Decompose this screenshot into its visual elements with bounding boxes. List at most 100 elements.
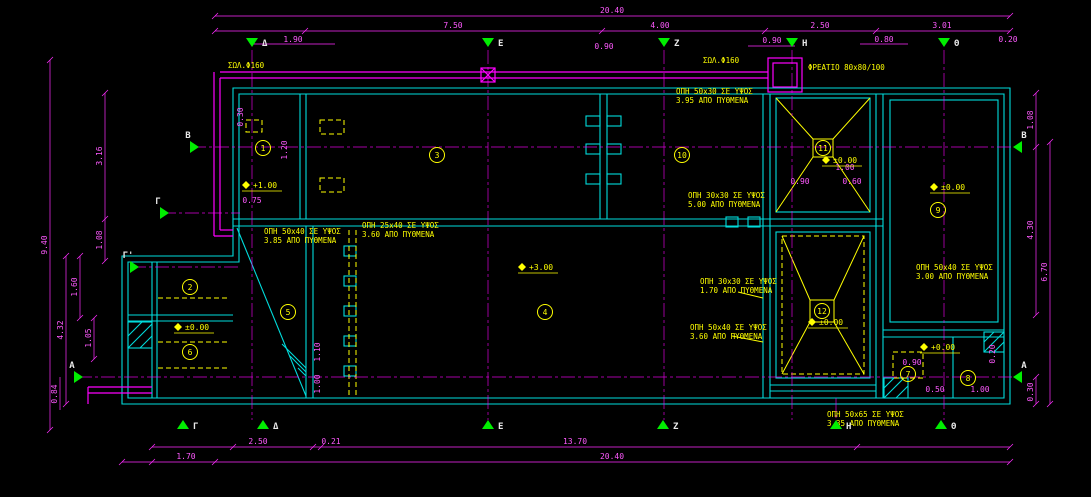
elevation-diamond-icon (518, 263, 526, 271)
dimension-label: 0.30 (1026, 382, 1035, 401)
section-arrow-icon (935, 420, 947, 429)
section-letter: Γ' (123, 251, 134, 261)
chamber-number-circle (674, 147, 690, 163)
section-letter: Δ (273, 422, 279, 432)
dimension-label: 0.21 (321, 437, 340, 446)
annotation-line: 3.85 ΑΠΟ ΠΥΘΜΕΝΑ (264, 236, 337, 245)
dimension-label: 7.50 (443, 21, 462, 30)
annotation-line: ΟΠΗ 50x65 ΣΕ ΥΨΟΣ (827, 410, 904, 419)
annotation-line: ΟΠΗ 25x40 ΣΕ ΥΨΟΣ (362, 221, 439, 230)
chamber-number-circle (930, 202, 946, 218)
annotation-line: ΟΠΗ 50x40 ΣΕ ΥΨΟΣ (916, 263, 993, 272)
section-arrow-icon (74, 371, 83, 383)
section-marker: Ε (482, 420, 503, 432)
section-marker: Β (1013, 131, 1027, 153)
elevation-value: +1.00 (253, 181, 277, 190)
chamber-number-circle (280, 304, 296, 320)
hopper-chamber-11 (775, 97, 871, 213)
annotation-line: 3.35 ΑΠΟ ΠΥΘΜΕΝΑ (827, 419, 900, 428)
elevation-value: ±0.00 (819, 318, 843, 327)
dimension-label: 3.16 (95, 146, 104, 165)
section-marker: Θ (938, 38, 960, 49)
chamber-number: 3 (429, 147, 445, 163)
hopper-chamber-12 (781, 235, 865, 375)
section-arrow-icon (130, 261, 139, 273)
elevation-marker: ±0.00 (930, 183, 970, 194)
elevation-marker: ±0.00 (808, 318, 848, 329)
chamber-number-value: 3 (435, 151, 440, 160)
dimension-label: 1.20 (280, 140, 289, 159)
section-letter: Γ (193, 422, 198, 432)
section-arrow-icon (246, 38, 258, 47)
elevation-diamond-icon (808, 318, 816, 326)
section-arrow-icon (786, 38, 798, 47)
section-letter: Β (1021, 131, 1027, 141)
internal-features (158, 119, 924, 396)
dimension-label: 4.30 (1026, 220, 1035, 239)
chamber-number-circle (537, 304, 553, 320)
chamber-number-value: 12 (817, 307, 827, 316)
text-label: ΣΩΛ.Φ160 (703, 56, 740, 65)
chamber-number-circle (814, 303, 830, 319)
section-letter: Θ (954, 39, 960, 49)
chamber-number: 2 (182, 279, 198, 295)
dimension-label: 1.70 (176, 452, 195, 461)
annotation-line: ΟΠΗ 30x30 ΣΕ ΥΨΟΣ (700, 277, 777, 286)
section-cut-lines (78, 50, 1018, 422)
section-arrow-icon (1013, 141, 1022, 153)
section-arrow-icon (830, 420, 842, 429)
dimension-label: 3.01 (932, 21, 951, 30)
chamber-number: 12 (814, 303, 830, 319)
annotation-line: ΟΠΗ 30x30 ΣΕ ΥΨΟΣ (688, 191, 765, 200)
section-letter: Η (846, 422, 851, 432)
dimension-label: 6.70 (1040, 262, 1049, 281)
section-marker: Ε (482, 38, 503, 49)
annotation-line: 5.00 ΑΠΟ ΠΥΘΜΕΝΑ (688, 200, 761, 209)
chamber-number: 11 (815, 140, 831, 156)
chamber-number-value: 8 (966, 374, 971, 383)
pipework (87, 71, 768, 404)
chamber-number-value: 9 (936, 206, 941, 215)
dimension-label: 1.00 (835, 163, 854, 172)
elevation-diamond-icon (822, 156, 830, 164)
section-letter: Η (802, 39, 807, 49)
section-arrow-icon (1013, 371, 1022, 383)
section-marker: Γ (155, 197, 169, 219)
section-marker: Γ (177, 420, 198, 432)
chamber-number: 5 (280, 304, 296, 320)
chamber-number-circle (429, 147, 445, 163)
section-marker: Η (830, 420, 851, 432)
annotation-line: ΟΠΗ 50x30 ΣΕ ΥΨΟΣ (676, 87, 753, 96)
chamber-number-circle (900, 366, 916, 382)
dimension-label: 1.05 (84, 328, 93, 347)
section-arrow-icon (482, 420, 494, 429)
dimension-label: 4.00 (650, 21, 669, 30)
section-arrow-icon (257, 420, 269, 429)
chamber-number: 8 (960, 370, 976, 386)
dimension-label: 2.50 (248, 437, 267, 446)
elevation-value: ±0.00 (185, 323, 209, 332)
chamber-number-value: 2 (188, 283, 193, 292)
chamber-number-value: 6 (188, 348, 193, 357)
dimension-label: 0.90 (594, 42, 613, 51)
elevation-value: ±0.00 (941, 183, 965, 192)
dimension-label: 9.40 (40, 235, 49, 254)
elevation-diamond-icon (242, 181, 250, 189)
chamber-number-circle (255, 140, 271, 156)
dimension-label: 0.20 (988, 344, 997, 363)
dimension-label: 13.70 (563, 437, 587, 446)
annotation-line: 3.60 ΑΠΟ ΠΥΘΜΕΝΑ (690, 332, 763, 341)
elevation-diamond-icon (920, 343, 928, 351)
section-letter: Ε (498, 422, 503, 432)
dimension-label: 0.90 (762, 36, 781, 45)
dimension-label: 1.08 (1026, 110, 1035, 129)
dimension-label: 1.00 (313, 374, 322, 393)
annotation-line: ΟΠΗ 50x40 ΣΕ ΥΨΟΣ (690, 323, 767, 332)
dimension-label: 1.90 (283, 35, 302, 44)
